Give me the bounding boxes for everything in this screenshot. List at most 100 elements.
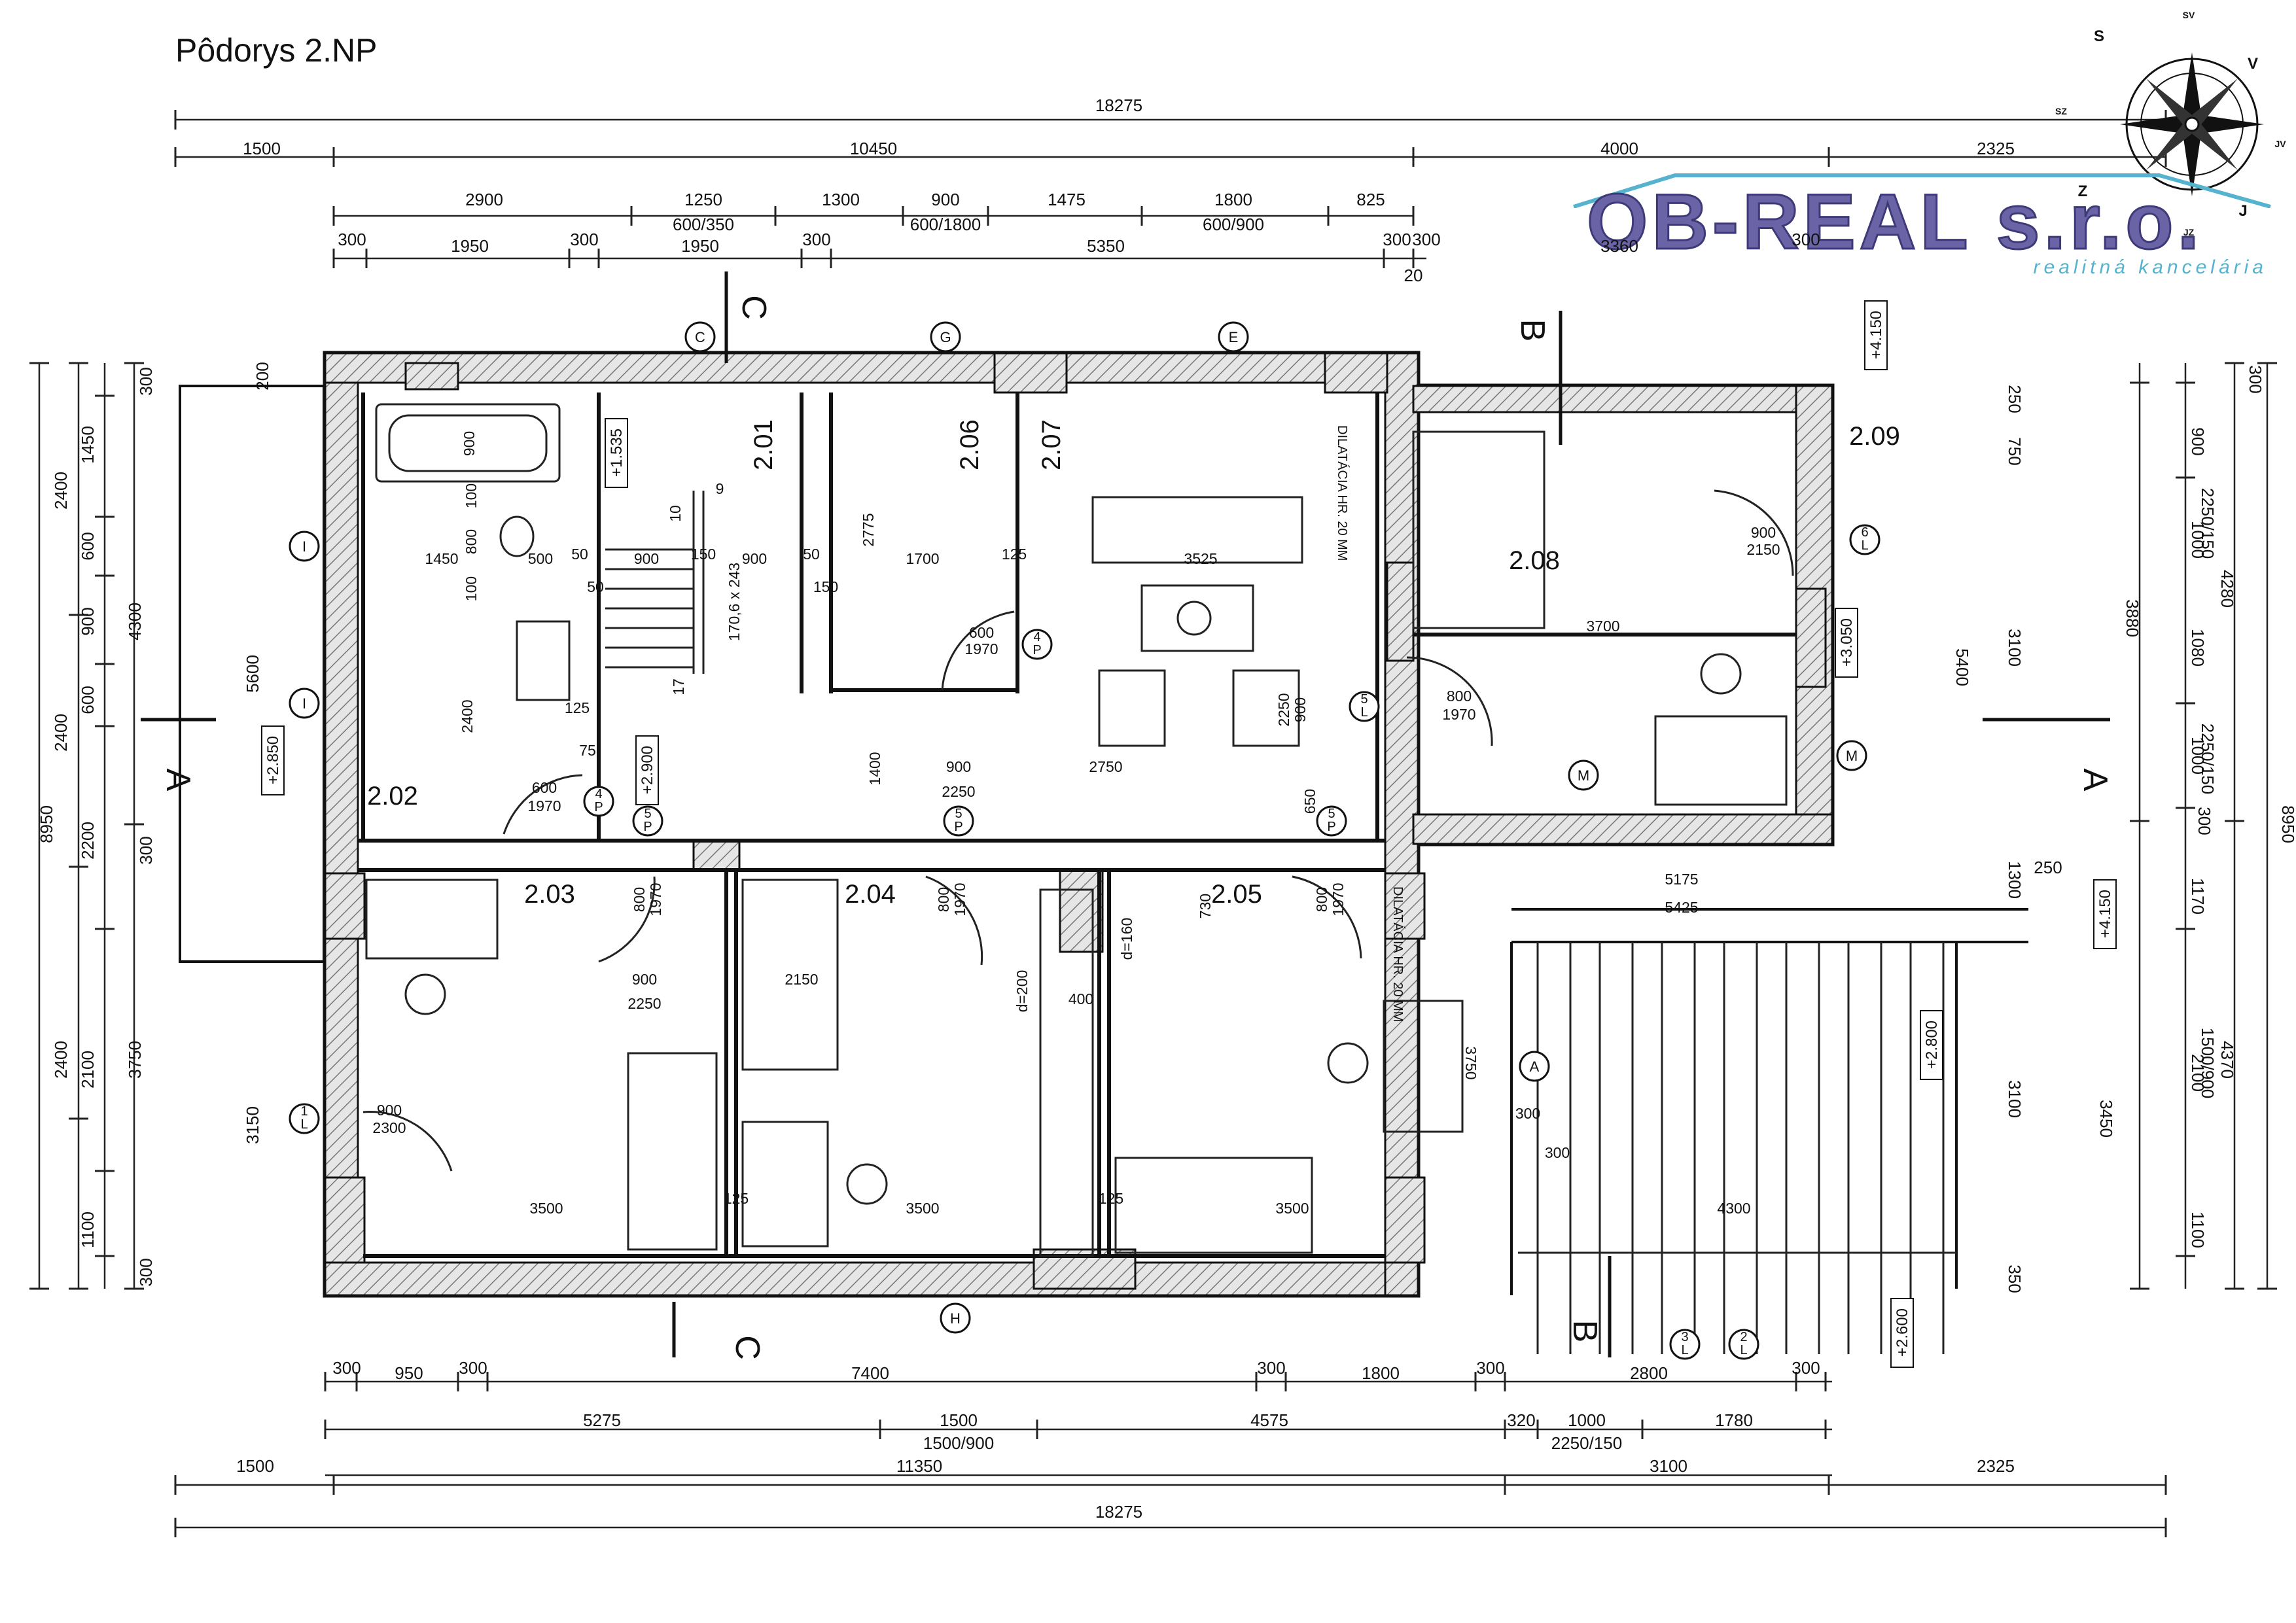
plan-label: G: [940, 329, 951, 345]
door-tag: 6L: [1849, 524, 1881, 555]
plan-label: 600: [78, 686, 97, 714]
plan-label: 730: [1197, 894, 1214, 918]
plan-label: 3700: [1586, 618, 1619, 635]
plan-label: B: [1566, 1320, 1604, 1343]
plan-label: 50: [571, 546, 588, 563]
plan-label: 2250/150: [2198, 724, 2217, 794]
plan-label: 3: [1681, 1330, 1688, 1344]
plan-label: 300: [1412, 230, 1440, 249]
plan-label: 9: [716, 480, 724, 497]
plan-label: 125: [1002, 546, 1027, 563]
plan-label: 2100: [78, 1051, 97, 1089]
plan-label: J: [2238, 202, 2247, 220]
plan-label: 250: [2005, 385, 2024, 413]
plan-label: 900: [2188, 427, 2208, 455]
grid-marker: G: [930, 321, 961, 353]
plan-label: 600: [78, 532, 97, 560]
plan-label: 125: [724, 1190, 749, 1207]
plan-label: E: [1229, 329, 1239, 345]
plan-label: 3500: [906, 1200, 939, 1217]
plan-label: 300: [332, 1358, 361, 1378]
plan-label: 3500: [1275, 1200, 1309, 1217]
plan-label: 2: [1740, 1330, 1747, 1344]
plan-label: 170,6 x 243: [726, 563, 743, 641]
balcony: [179, 385, 2028, 1295]
door-tag: 4P: [1021, 629, 1053, 660]
plan-label: H: [950, 1310, 961, 1327]
grid-marker: H: [940, 1302, 971, 1334]
plan-label: 3750: [125, 1041, 145, 1079]
plan-label: 800: [631, 887, 648, 912]
plan-label: 900: [1751, 524, 1776, 541]
plan-label: 4000: [1600, 139, 1638, 158]
plan-label: 3750: [1462, 1046, 1479, 1079]
plan-label: P: [594, 800, 603, 814]
plan-label: I: [302, 695, 306, 712]
plan-label: 17: [670, 678, 687, 695]
right-dimensions: 8950 4280 4370 300 900 1000 1080 1000 30…: [1952, 365, 2296, 1293]
plan-label: 5: [955, 807, 962, 821]
plan-label: 300: [136, 836, 156, 864]
plan-label: +4.150: [1867, 311, 1885, 359]
plan-label: 5350: [1087, 236, 1125, 256]
plan-label: 300: [1515, 1105, 1540, 1122]
plan-label: L: [1861, 538, 1868, 553]
left-dimensions: 8950 2400 2400 2400 1450 600 900 600 220…: [37, 362, 272, 1286]
plan-label: 3360: [1600, 236, 1638, 256]
room-2-04: 2.04: [845, 880, 896, 909]
plan-label: +1.535: [608, 428, 626, 477]
plan-label: 1300: [2005, 861, 2024, 899]
plan-label: 2250/150: [1551, 1433, 1622, 1453]
plan-label: 300: [459, 1358, 487, 1378]
plan-label: 2400: [459, 699, 476, 733]
plan-label: 300: [136, 1258, 156, 1286]
plan-label: 1450: [78, 426, 97, 464]
plan-label: 11350: [896, 1456, 942, 1476]
interior-dimensions: 900 100 800 100 1450 500 50 50 900 150 9…: [372, 431, 1780, 1217]
plan-label: DILATÁCIA HR. 20 MM: [1390, 886, 1405, 1022]
plan-label: 300: [2195, 807, 2214, 835]
plan-label: L: [1740, 1343, 1747, 1357]
level-marker: +2.900: [635, 735, 659, 805]
plan-label: 1500/900: [2198, 1028, 2217, 1098]
plan-label: 600/900: [1203, 215, 1264, 234]
plan-label: 5: [1360, 692, 1368, 707]
level-markers: +1.535 +2.900 +2.850 +4.150 +3.050 +4.15…: [261, 300, 2117, 1368]
level-marker: +4.150: [2093, 879, 2117, 949]
top-dimensions: 18275 1500 10450 4000 2325 2900 1250 130…: [243, 96, 2015, 285]
plan-label: 1970: [1442, 706, 1475, 723]
plan-label: A: [1530, 1058, 1540, 1075]
plan-label: 900: [931, 190, 959, 209]
plan-label: +3.050: [1838, 618, 1856, 667]
grid-marker: M: [1836, 740, 1867, 771]
plan-label: 3450: [2096, 1100, 2116, 1138]
plan-label: 2325: [1977, 1456, 2015, 1476]
level-marker: +1.535: [605, 418, 628, 488]
plan-label: 1170: [2188, 878, 2208, 915]
door-tag: 5P: [1316, 805, 1347, 837]
plan-label: 4300: [125, 602, 145, 640]
plan-label: 600: [532, 779, 557, 796]
furniture: [365, 403, 1788, 1257]
plan-label: 300: [1383, 230, 1411, 249]
plan-label: 1800: [1362, 1363, 1400, 1383]
grid-markers: C G E I I H A M M: [289, 321, 1867, 1334]
plan-label: 1700: [906, 550, 939, 567]
plan-label: DILATÁCIA HR. 20 MM: [1335, 425, 1350, 561]
dimension-ticks: [29, 110, 2277, 1537]
room-2-06: 2.06: [955, 419, 984, 470]
plan-label: 5: [1328, 807, 1335, 821]
plan-label: 1500: [236, 1456, 274, 1476]
plan-label: 2800: [1630, 1363, 1668, 1383]
plan-label: 1100: [2188, 1212, 2208, 1248]
plan-label: 125: [1099, 1190, 1123, 1207]
plan-label: 1950: [681, 236, 719, 256]
door-tag: 5P: [943, 805, 974, 837]
pergola: [1518, 942, 1956, 1354]
plan-label: 18275: [1095, 1502, 1142, 1522]
plan-label: 50: [803, 546, 820, 563]
door-tag: 4P: [583, 786, 614, 817]
plan-label: +2.600: [1894, 1308, 1911, 1357]
grid-marker: I: [289, 531, 320, 562]
dilatation-notes: DILATÁCIA HR. 20 MM DILATÁCIA HR. 20 MM: [1335, 425, 1405, 1022]
